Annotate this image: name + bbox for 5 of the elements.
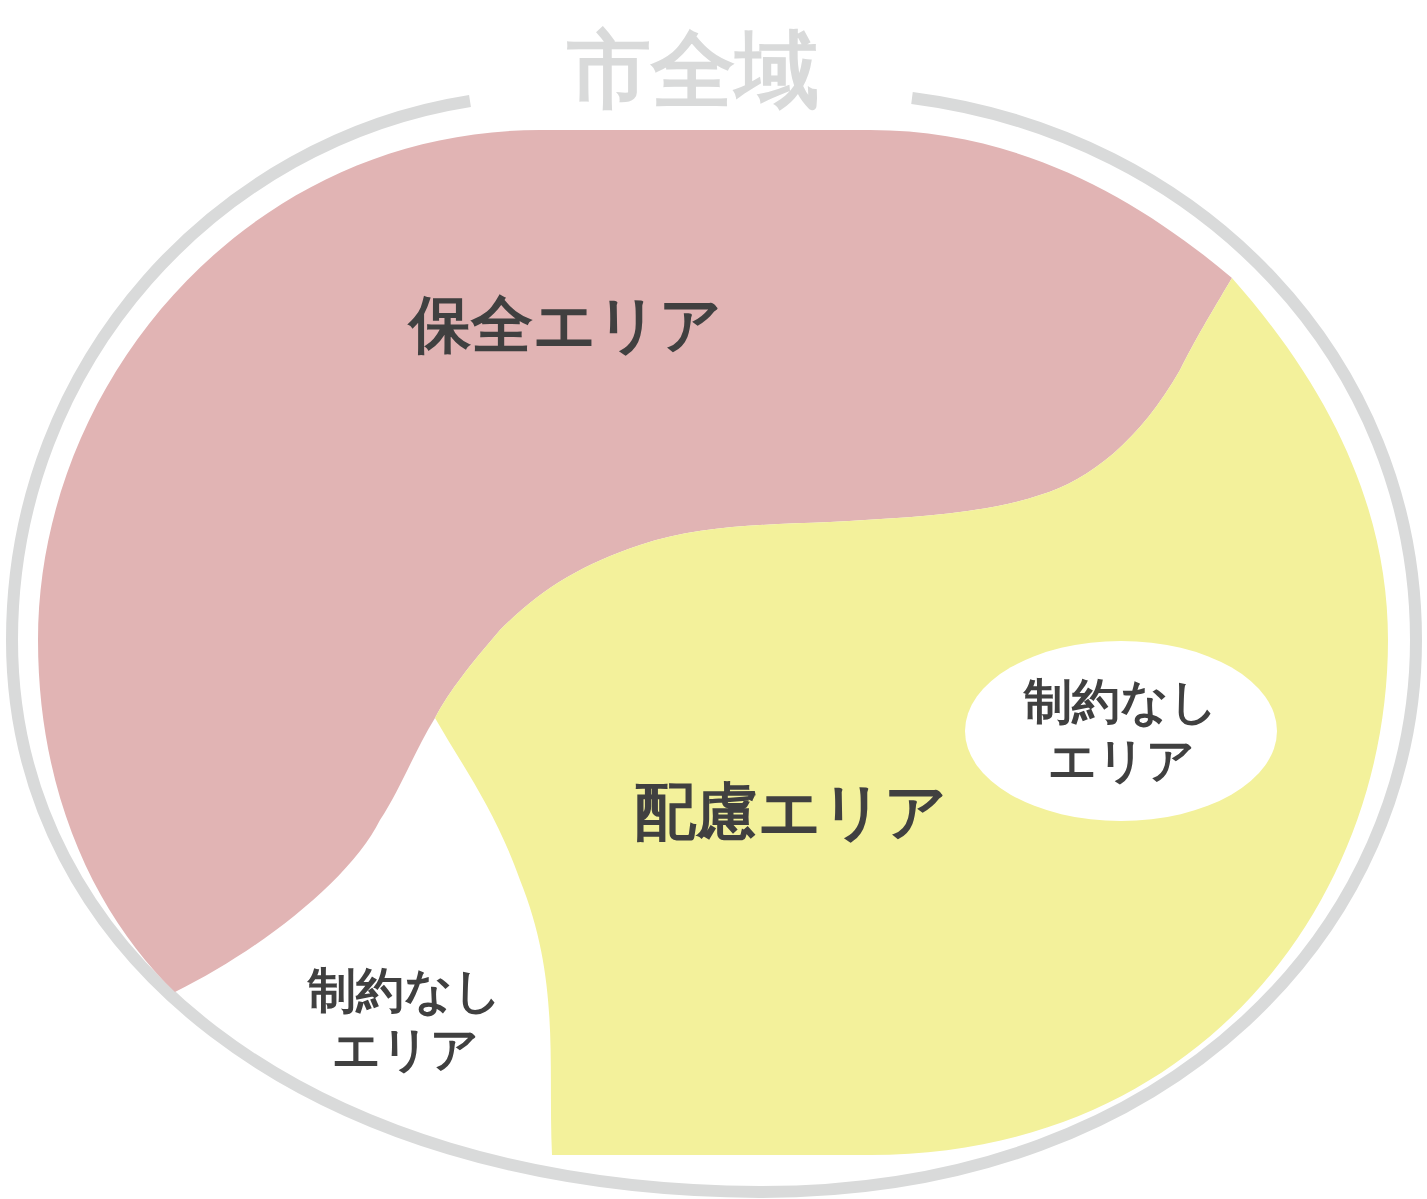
zone-name: 制約なしエリア bbox=[306, 961, 503, 1079]
zone-name: 保全エリア bbox=[408, 287, 722, 363]
zone-ellipse bbox=[965, 641, 1277, 821]
zone-name: 配慮エリア bbox=[633, 774, 947, 850]
zone-name: 制約なしエリア bbox=[1022, 672, 1219, 790]
